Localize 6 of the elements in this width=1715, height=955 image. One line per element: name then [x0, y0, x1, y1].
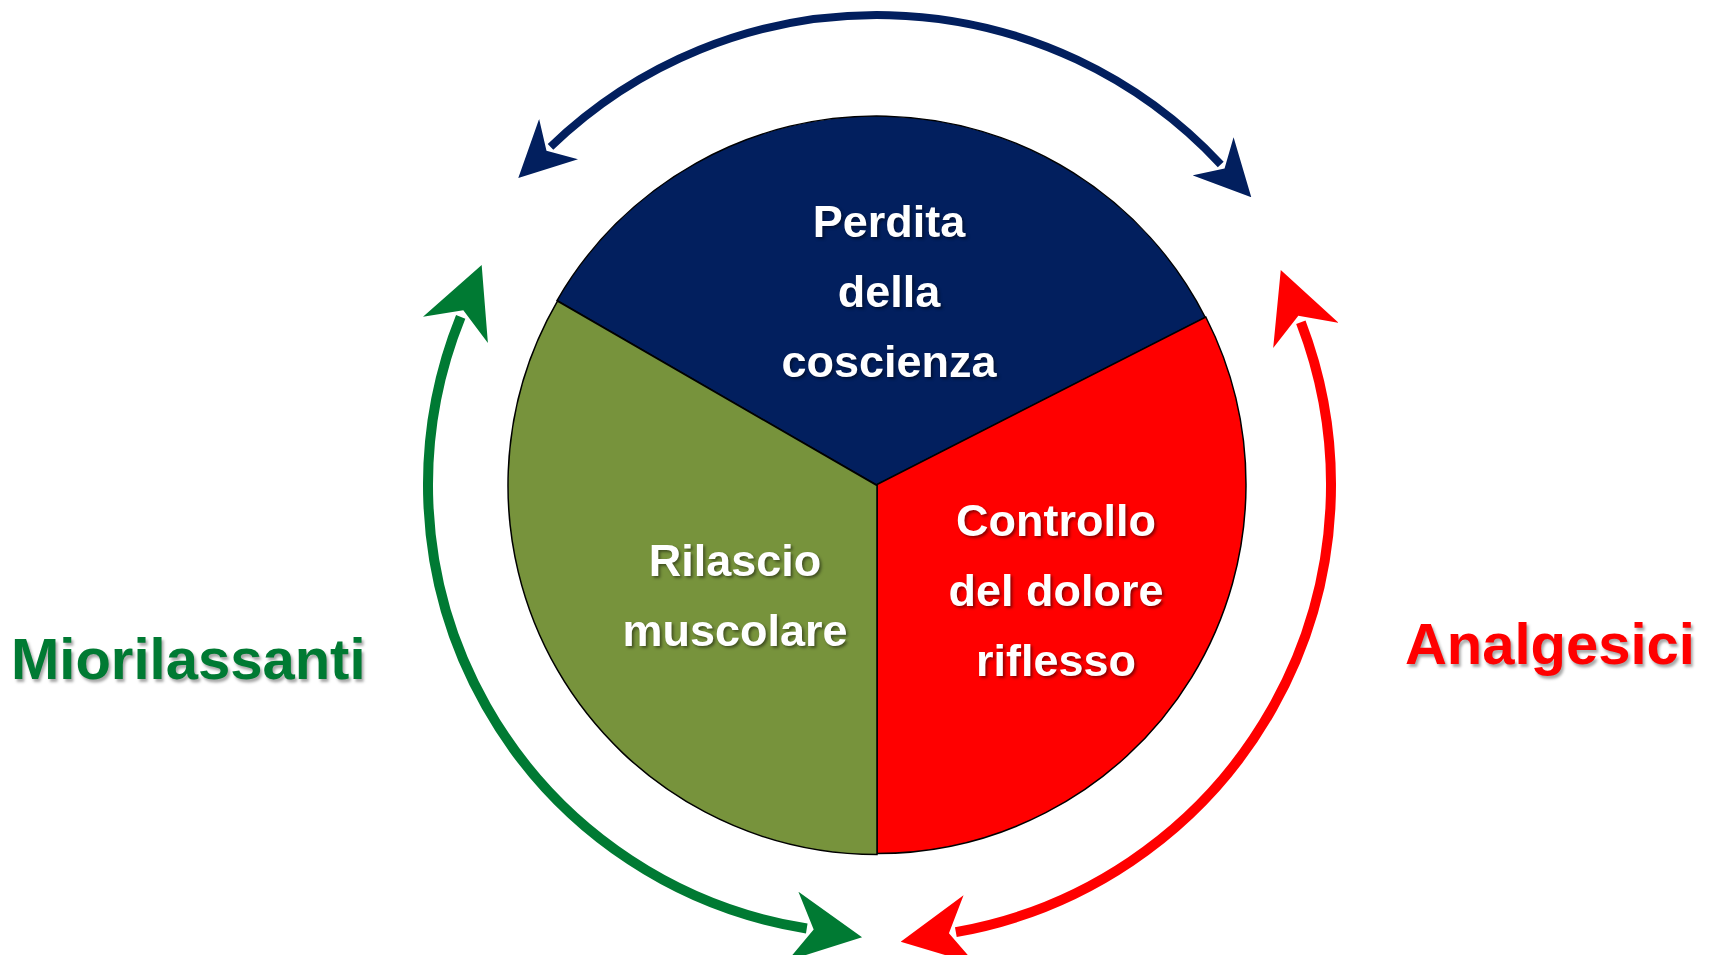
sector-label: Controllo del dolore riflesso [947, 494, 1165, 688]
sector-label: Rilascio muscolare [621, 534, 849, 658]
drug-class-label: Analgesici [1404, 610, 1695, 677]
pie-sector [557, 116, 1206, 485]
sector-label: Perdita della coscienza [780, 195, 998, 389]
drug-class-label: Miorilassanti [11, 625, 366, 692]
